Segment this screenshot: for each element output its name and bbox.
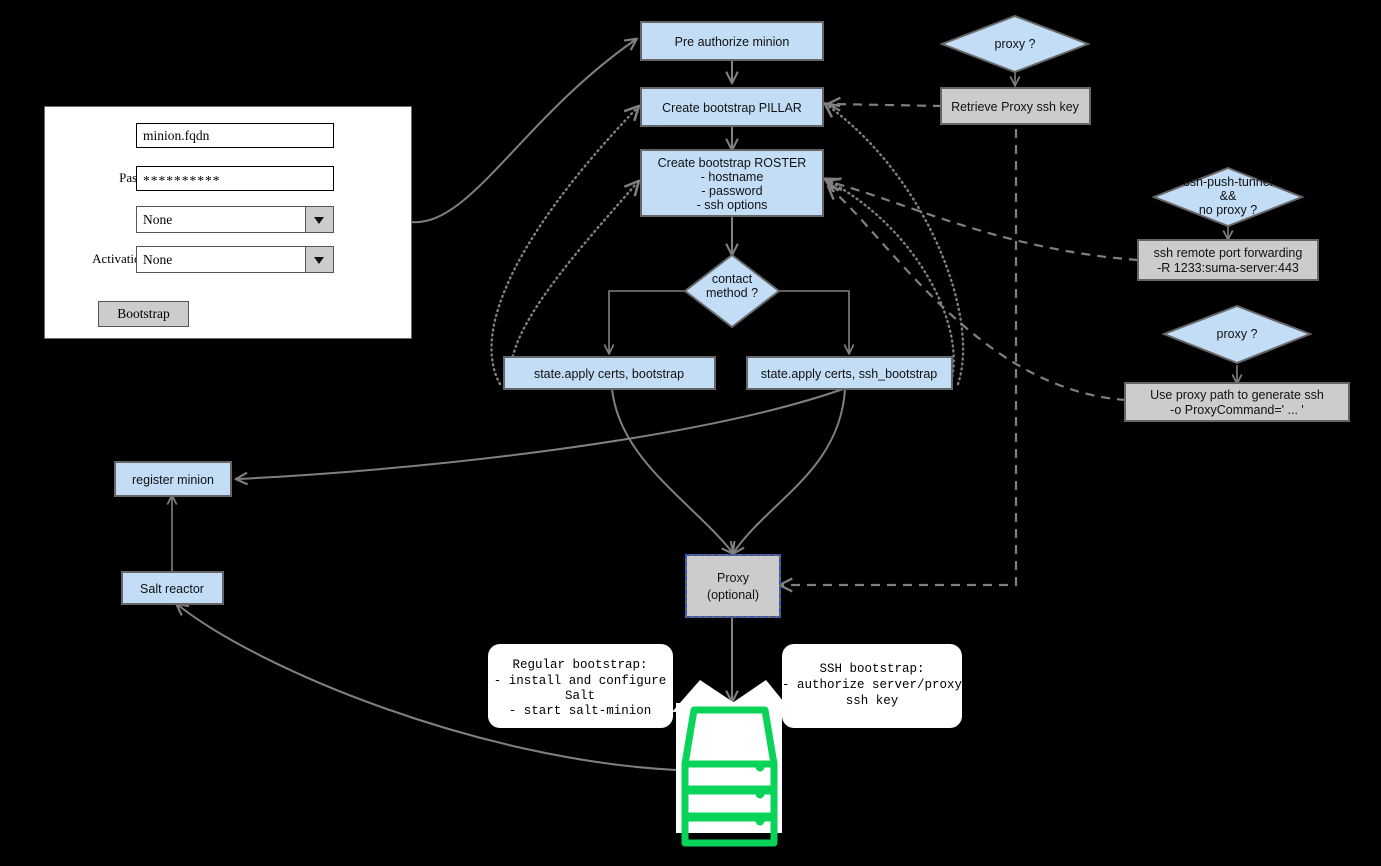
server-rack-icon — [676, 703, 782, 847]
node-use-proxy-path[interactable]: Use proxy path to generate ssh -o ProxyC… — [1124, 382, 1350, 422]
node-pre-authorize-minion[interactable]: Pre authorize minion — [640, 21, 824, 61]
host-input[interactable]: minion.fqdn — [136, 123, 334, 148]
edge-ssh-bootstrap-to-roster-dotted — [827, 180, 955, 388]
activation-key-select[interactable]: None — [136, 246, 334, 273]
node-state-apply-bootstrap[interactable]: state.apply certs, bootstrap — [503, 356, 716, 390]
edge-contact-to-ssh-bootstrap — [779, 290, 849, 352]
node-label-line: ssh-push-tunnel — [1184, 175, 1273, 189]
edge-bootstrap-to-roster-dotted — [509, 183, 637, 388]
node-label-line: && — [1220, 189, 1237, 203]
node-label: register minion — [132, 473, 214, 487]
bootstrap-button-label: Bootstrap — [117, 306, 170, 321]
node-label-line: Proxy — [717, 571, 750, 585]
callout-line: - start salt-minion — [509, 704, 652, 718]
callout-line: SSH bootstrap: — [819, 662, 924, 676]
node-label-line: - hostname — [701, 170, 764, 184]
server-led — [755, 762, 765, 772]
node-label-line: contact — [712, 272, 753, 286]
node-label: state.apply certs, bootstrap — [534, 367, 684, 381]
node-ssh-push-tunnel-decision[interactable]: ssh-push-tunnel && no proxy ? — [1151, 166, 1305, 228]
form-row-activation-key: Activation key None — [45, 246, 411, 273]
server-led — [755, 789, 765, 799]
node-label: Pre authorize minion — [675, 35, 790, 49]
node-retrieve-proxy-ssh-key[interactable]: Retrieve Proxy ssh key — [940, 87, 1091, 125]
form-row-proxy: Proxy None — [45, 206, 411, 233]
node-ssh-remote-port-forwarding[interactable]: ssh remote port forwarding -R 1233:suma-… — [1137, 239, 1319, 281]
bootstrap-button[interactable]: Bootstrap — [98, 301, 189, 327]
edge-retrieve-key-to-proxy-optional — [782, 129, 1018, 585]
chevron-down-icon[interactable] — [305, 207, 333, 232]
node-label: proxy ? — [995, 37, 1036, 51]
node-register-minion[interactable]: register minion — [114, 461, 232, 497]
form-row-host: Host minion.fqdn — [45, 123, 411, 148]
node-label: Retrieve Proxy ssh key — [951, 100, 1080, 114]
edge-retrieve-key-to-pillar — [830, 104, 943, 106]
edge-bootstrap-to-proxy — [611, 388, 732, 552]
edge-bootstrap-to-pillar-dotted — [490, 108, 637, 386]
node-label-line: - ssh options — [697, 198, 768, 212]
node-create-bootstrap-roster[interactable]: Create bootstrap ROSTER - hostname - pas… — [640, 149, 824, 217]
node-proxy-decision-top[interactable]: proxy ? — [939, 14, 1091, 74]
edge-remote-forward-to-roster — [830, 182, 1139, 262]
edge-ssh-bootstrap-to-pillar-dotted — [827, 105, 965, 386]
callout-line: Salt — [565, 689, 595, 703]
node-label: Salt reactor — [140, 582, 204, 596]
callout-line: - install and configure — [494, 674, 667, 688]
edge-use-proxy-path-to-roster — [830, 188, 1127, 402]
host-input-value: minion.fqdn — [143, 128, 210, 143]
chevron-down-icon[interactable] — [305, 247, 333, 272]
edge-server-to-salt-reactor — [178, 605, 677, 771]
callout-line: Regular bootstrap: — [512, 658, 647, 672]
node-label-line: -o ProxyCommand=' ... ' — [1170, 403, 1304, 417]
node-proxy-decision-bottom[interactable]: proxy ? — [1161, 304, 1313, 365]
edge-ssh-bootstrap-to-proxy — [734, 388, 846, 552]
node-state-apply-ssh-bootstrap[interactable]: state.apply certs, ssh_bootstrap — [746, 356, 953, 390]
node-label-line: Use proxy path to generate ssh — [1150, 388, 1324, 402]
node-label-line: (optional) — [707, 588, 759, 602]
node-label-line: Create bootstrap ROSTER — [658, 156, 807, 170]
node-salt-reactor[interactable]: Salt reactor — [121, 571, 224, 605]
node-label-line: no proxy ? — [1199, 203, 1257, 217]
callout-line: - authorize server/proxy — [782, 678, 963, 692]
node-label: proxy ? — [1217, 327, 1258, 341]
password-input-value: ********** — [143, 173, 221, 188]
callout-ssh-bootstrap: SSH bootstrap: - authorize server/proxy … — [722, 644, 963, 728]
proxy-select-value: None — [143, 212, 173, 227]
callout-line: ssh key — [846, 694, 899, 708]
proxy-select[interactable]: None — [136, 206, 334, 233]
selection-outline — [685, 554, 781, 618]
edge-ssh-bootstrap-to-register-minion — [238, 387, 847, 479]
bootstrap-form-panel: Host minion.fqdn Password ********** Pro… — [44, 106, 412, 339]
node-create-bootstrap-pillar[interactable]: Create bootstrap PILLAR — [640, 87, 824, 127]
server-led — [755, 816, 765, 826]
node-label-line: method ? — [706, 286, 758, 300]
edge-contact-to-bootstrap — [609, 290, 686, 352]
edge-form-to-pre-authorize — [409, 40, 635, 224]
node-proxy-optional[interactable]: Proxy (optional) — [685, 554, 781, 618]
node-label-line: - password — [701, 184, 762, 198]
form-row-password: Password ********** — [45, 166, 411, 191]
activation-key-select-value: None — [143, 252, 173, 267]
node-label-line: -R 1233:suma-server:443 — [1157, 261, 1299, 275]
node-label: Create bootstrap PILLAR — [662, 101, 802, 115]
node-label: state.apply certs, ssh_bootstrap — [761, 367, 938, 381]
node-contact-method-decision[interactable]: contact method ? — [683, 253, 781, 329]
node-label-line: ssh remote port forwarding — [1154, 246, 1303, 260]
password-input[interactable]: ********** — [136, 166, 334, 191]
